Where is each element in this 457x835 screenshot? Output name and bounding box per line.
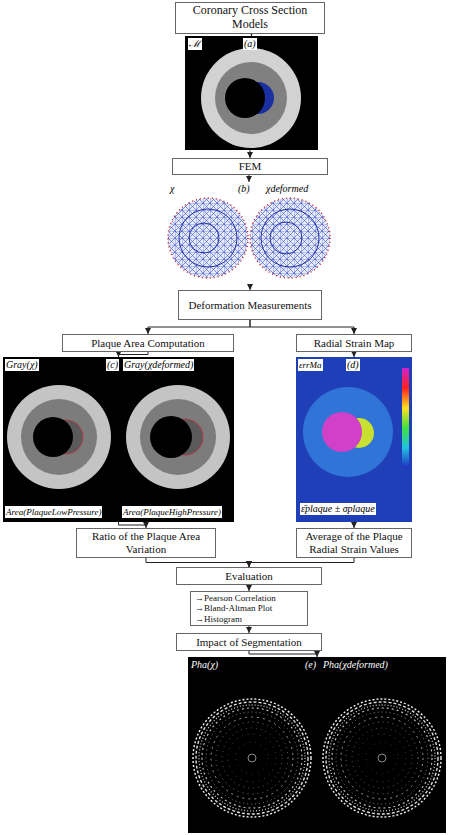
panel-label: Area(PlaqueHighPressure) [122,506,222,518]
box-label: FEM [239,160,262,173]
flow-arrow [249,626,250,633]
panel-label: χ [169,183,175,195]
flow-arrow [119,352,149,357]
panel-label: Area(PlaqueLowPressure) [5,506,102,518]
process-box: Evaluation [176,567,322,585]
image-panel: Gray(χ) (c) Gray(χdeformed) Area(PlaqueLowP… [3,357,234,522]
image-panel: ℳ (a) [185,36,318,150]
panel-label: ε̄plaque ± σplaque [300,503,376,515]
panel-label: Pha(χdeformed) [322,659,389,671]
process-box: Average of the Plaque Radial Strain Valu… [296,528,412,558]
box-label: Plaque Area Computation [91,337,205,350]
process-box: Deformation Measurements [178,290,322,320]
image-panel: Pha(χ) (e) Pha(χdeformed) [188,657,446,833]
process-box: FEM [172,158,328,175]
process-box: Coronary Cross Section Models [175,2,325,34]
flow-arrow [249,651,317,657]
panel-label: (a) [243,38,257,50]
panel-label: χdeformed [265,183,309,195]
box-label: Deformation Measurements [188,299,311,312]
box-label: Evaluation [225,570,273,583]
box-label: →Bland-Altman Plot [195,603,272,613]
flow-arrow [146,558,249,567]
process-box: →Pearson Correlation→Bland-Altman Plot→H… [190,591,308,626]
panel-label: (d) [346,359,360,371]
process-box: Plaque Area Computation [62,334,234,352]
panel-label: Gray(χ) [5,359,39,371]
panel-label: (c) [106,359,119,371]
panel-label: Gray(χdeformed) [123,359,194,371]
process-box: Radial Strain Map [296,334,412,352]
panel-label: εrrMa [298,359,323,371]
box-label: Ratio of the Plaque Area Variation [81,530,211,555]
panel-label: (e) [304,659,317,671]
flow-arrow [250,150,251,158]
box-label: Radial Strain Map [314,337,395,350]
panel-label: ℳ [188,38,202,50]
flow-arrow [148,320,250,334]
flow-arrow [249,175,250,182]
box-label: Impact of Segmentation [196,636,302,649]
panel-label: Pha(χ) [190,659,219,671]
box-label: →Histogram [195,614,242,624]
panel-label: (b) [237,183,251,195]
flow-arrow [250,320,354,334]
image-panel: χ (b) χdeformed [165,182,333,284]
box-label: Coronary Cross Section Models [180,4,320,32]
flow-arrow [251,34,252,36]
process-box: Ratio of the Plaque Area Variation [76,528,216,558]
box-label: →Pearson Correlation [195,593,276,603]
image-panel: εrrMa (d) ε̄plaque ± σplaque [296,357,412,522]
process-box: Impact of Segmentation [176,633,322,651]
flow-arrow [249,558,354,567]
flow-arrow [354,352,355,357]
box-label: Average of the Plaque Radial Strain Valu… [301,530,407,555]
